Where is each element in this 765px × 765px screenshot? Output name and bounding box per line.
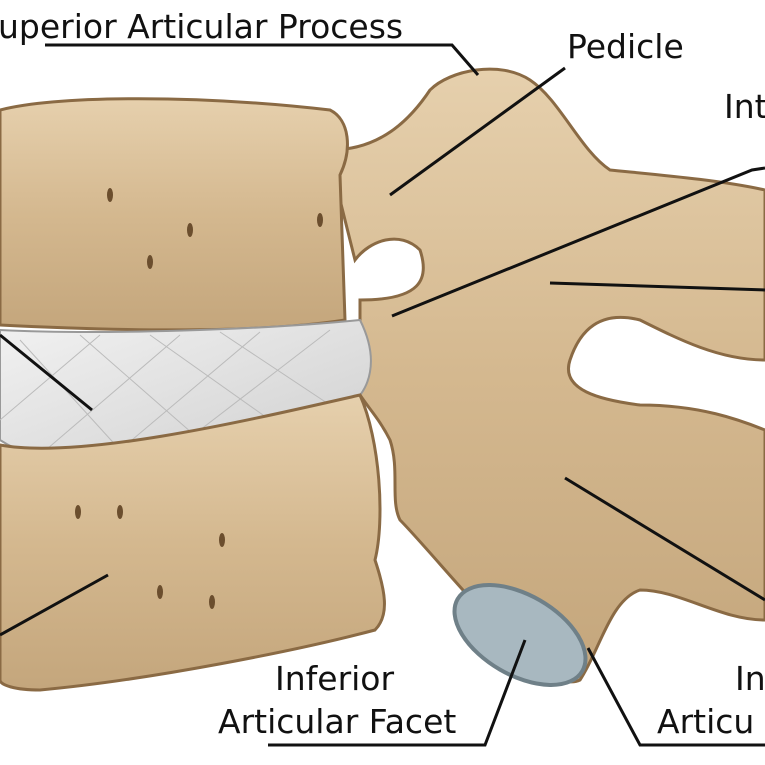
label-bottom-right-partial-1: In xyxy=(735,659,765,698)
label-inferior-articular-facet-1: Inferior xyxy=(275,659,394,698)
foramina xyxy=(75,188,323,609)
label-inferior-articular-facet-2: Articular Facet xyxy=(218,702,456,741)
label-superior-articular-process: uperior Articular Process xyxy=(0,7,403,46)
posterior-arch xyxy=(328,67,765,684)
inferior-articular-facet xyxy=(452,583,588,687)
leader-lines xyxy=(0,43,765,747)
label-pedicle: Pedicle xyxy=(567,27,684,66)
lower-vertebral-body xyxy=(0,393,386,692)
label-bottom-right-partial-2: Articu xyxy=(657,702,754,741)
upper-vertebral-body xyxy=(0,97,349,332)
label-top-right-partial: Int xyxy=(724,87,765,126)
